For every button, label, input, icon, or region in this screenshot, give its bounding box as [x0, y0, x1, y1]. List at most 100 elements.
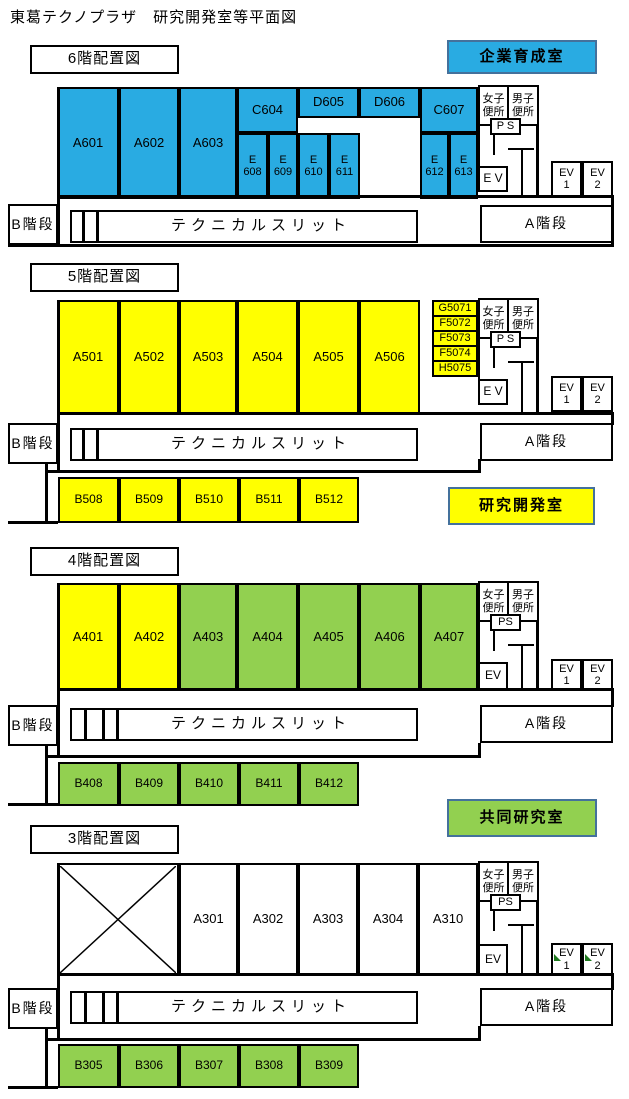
- wall-line: [611, 688, 614, 707]
- wall-line: [478, 1026, 481, 1040]
- room-a303: A303: [298, 863, 358, 976]
- toilet-label: 便所: [482, 105, 505, 118]
- stair-a-6f: A階段: [480, 205, 613, 243]
- wall-line: [116, 993, 119, 1022]
- wall-line: [57, 87, 60, 247]
- ev-label: EV: [590, 947, 605, 960]
- room-label: E: [309, 153, 318, 166]
- wall-line: [521, 148, 523, 198]
- wall-line: [478, 124, 480, 168]
- stair-b-3f: B階段: [8, 988, 58, 1029]
- wall-line: [478, 620, 480, 664]
- room-b308: B308: [239, 1044, 299, 1088]
- room-b509: B509: [119, 477, 179, 523]
- room-a503: A503: [179, 300, 237, 415]
- wall-line: [478, 459, 481, 473]
- wall-line: [96, 212, 99, 241]
- wall-line: [478, 743, 481, 757]
- toilet-male-3f: 男子便所: [507, 861, 539, 902]
- pipe-shaft-6f: P S: [490, 118, 521, 135]
- wall-line: [493, 133, 495, 155]
- toilet-label: 男子: [512, 306, 534, 319]
- wall-line: [57, 583, 60, 758]
- room-b306: B306: [119, 1044, 179, 1088]
- ev-label: EV: [559, 662, 574, 675]
- toilet-male-4f: 男子便所: [507, 581, 539, 622]
- room-a301: A301: [179, 863, 238, 976]
- ev-label: 1: [563, 394, 570, 406]
- toilet-label: 便所: [512, 105, 534, 118]
- wall-line: [478, 900, 480, 946]
- wall-line: [84, 993, 87, 1022]
- stair-a-5f: A階段: [480, 423, 613, 461]
- room-d606: D606: [359, 87, 420, 118]
- ev-label: 2: [594, 179, 601, 191]
- ev-label: 2: [594, 675, 601, 687]
- green-corner-marker: [554, 954, 561, 961]
- elevator-3f: EV: [478, 944, 508, 976]
- stair-a-4f: A階段: [480, 705, 613, 743]
- wall-line: [45, 1038, 481, 1041]
- toilet-label: 便所: [512, 881, 534, 894]
- ev-label: EV: [559, 381, 574, 394]
- room-label: 609: [273, 166, 293, 178]
- wall-line: [102, 993, 105, 1022]
- floor4-label: 4階配置図: [30, 547, 179, 576]
- toilet-label: 便所: [482, 318, 505, 331]
- legend-incubation: 企業育成室: [447, 40, 597, 74]
- wall-line: [478, 337, 480, 381]
- elevator-6f: E V: [478, 166, 508, 192]
- toilet-label: 女子: [482, 306, 505, 319]
- tech-slit-3f: テクニカルスリット: [70, 991, 418, 1024]
- room-b512: B512: [299, 477, 359, 523]
- wall-line: [493, 909, 495, 931]
- wall-line: [57, 863, 60, 1041]
- ev-label: 1: [563, 959, 570, 972]
- room-a506: A506: [359, 300, 420, 415]
- room-b510: B510: [179, 477, 239, 523]
- room-label: E: [248, 153, 257, 166]
- wall-line: [536, 337, 539, 413]
- wall-line: [102, 710, 105, 739]
- stair-b-6f: B階段: [8, 204, 58, 245]
- pipe-shaft-3f: PS: [490, 894, 521, 911]
- wall-line: [57, 300, 60, 473]
- room-label: 613: [454, 166, 473, 178]
- room-b305: B305: [58, 1044, 119, 1088]
- wall-line: [8, 244, 614, 247]
- room-d605: D605: [298, 87, 359, 118]
- room-label: 610: [304, 166, 323, 178]
- tech-slit-4f: テクニカルスリット: [70, 708, 418, 741]
- legend-joint: 共同研究室: [447, 799, 597, 837]
- room-a504: A504: [237, 300, 298, 415]
- wall-line: [57, 195, 614, 198]
- toilet-label: 男子: [512, 869, 534, 882]
- room-f5074: F5074: [432, 345, 478, 362]
- room-a405: A405: [298, 583, 359, 691]
- wall-line: [521, 924, 523, 976]
- wall-line: [8, 1086, 58, 1089]
- crossed-out-area: [57, 863, 179, 976]
- room-a505: A505: [298, 300, 359, 415]
- stair-b-5f: B階段: [8, 423, 58, 464]
- wall-line: [96, 430, 99, 459]
- room-b411: B411: [239, 762, 299, 806]
- ev-label: 1: [563, 675, 570, 687]
- wall-line: [45, 755, 481, 758]
- room-a501: A501: [57, 300, 119, 415]
- room-a407: A407: [420, 583, 478, 691]
- wall-line: [82, 212, 85, 241]
- wall-line: [521, 644, 523, 691]
- room-a310: A310: [418, 863, 478, 976]
- page-title: 東葛テクノプラザ 研究開発室等平面図: [10, 9, 298, 26]
- ev-label: EV: [590, 381, 605, 394]
- room-h5075: H5075: [432, 360, 478, 377]
- elevator-4f: EV: [478, 662, 508, 690]
